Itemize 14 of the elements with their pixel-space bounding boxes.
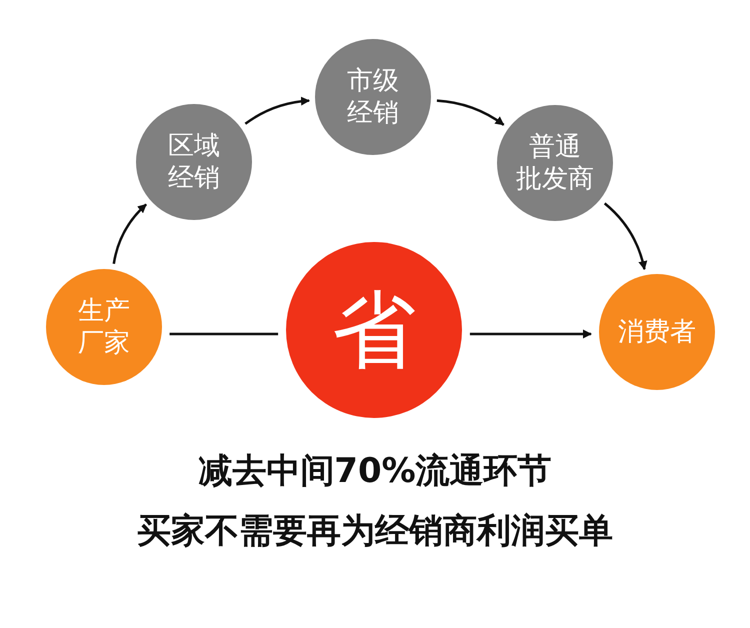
connector-line [170, 332, 278, 336]
caption-line: 买家不需要再为经销商利润买单 [137, 511, 613, 551]
node-label: 省 [332, 280, 416, 380]
node-label: 市级经销 [347, 64, 399, 130]
caption-line: 减去中间70%流通环节 [198, 451, 552, 491]
node-label: 消费者 [618, 316, 696, 348]
arrow [470, 330, 592, 338]
arrow [436, 99, 504, 126]
node-label: 生产厂家 [78, 294, 130, 360]
arrow [112, 204, 147, 264]
arrow [244, 96, 310, 125]
arrow [604, 202, 648, 270]
node-label: 普通批发商 [516, 130, 594, 196]
node-label: 区域经销 [168, 130, 220, 194]
